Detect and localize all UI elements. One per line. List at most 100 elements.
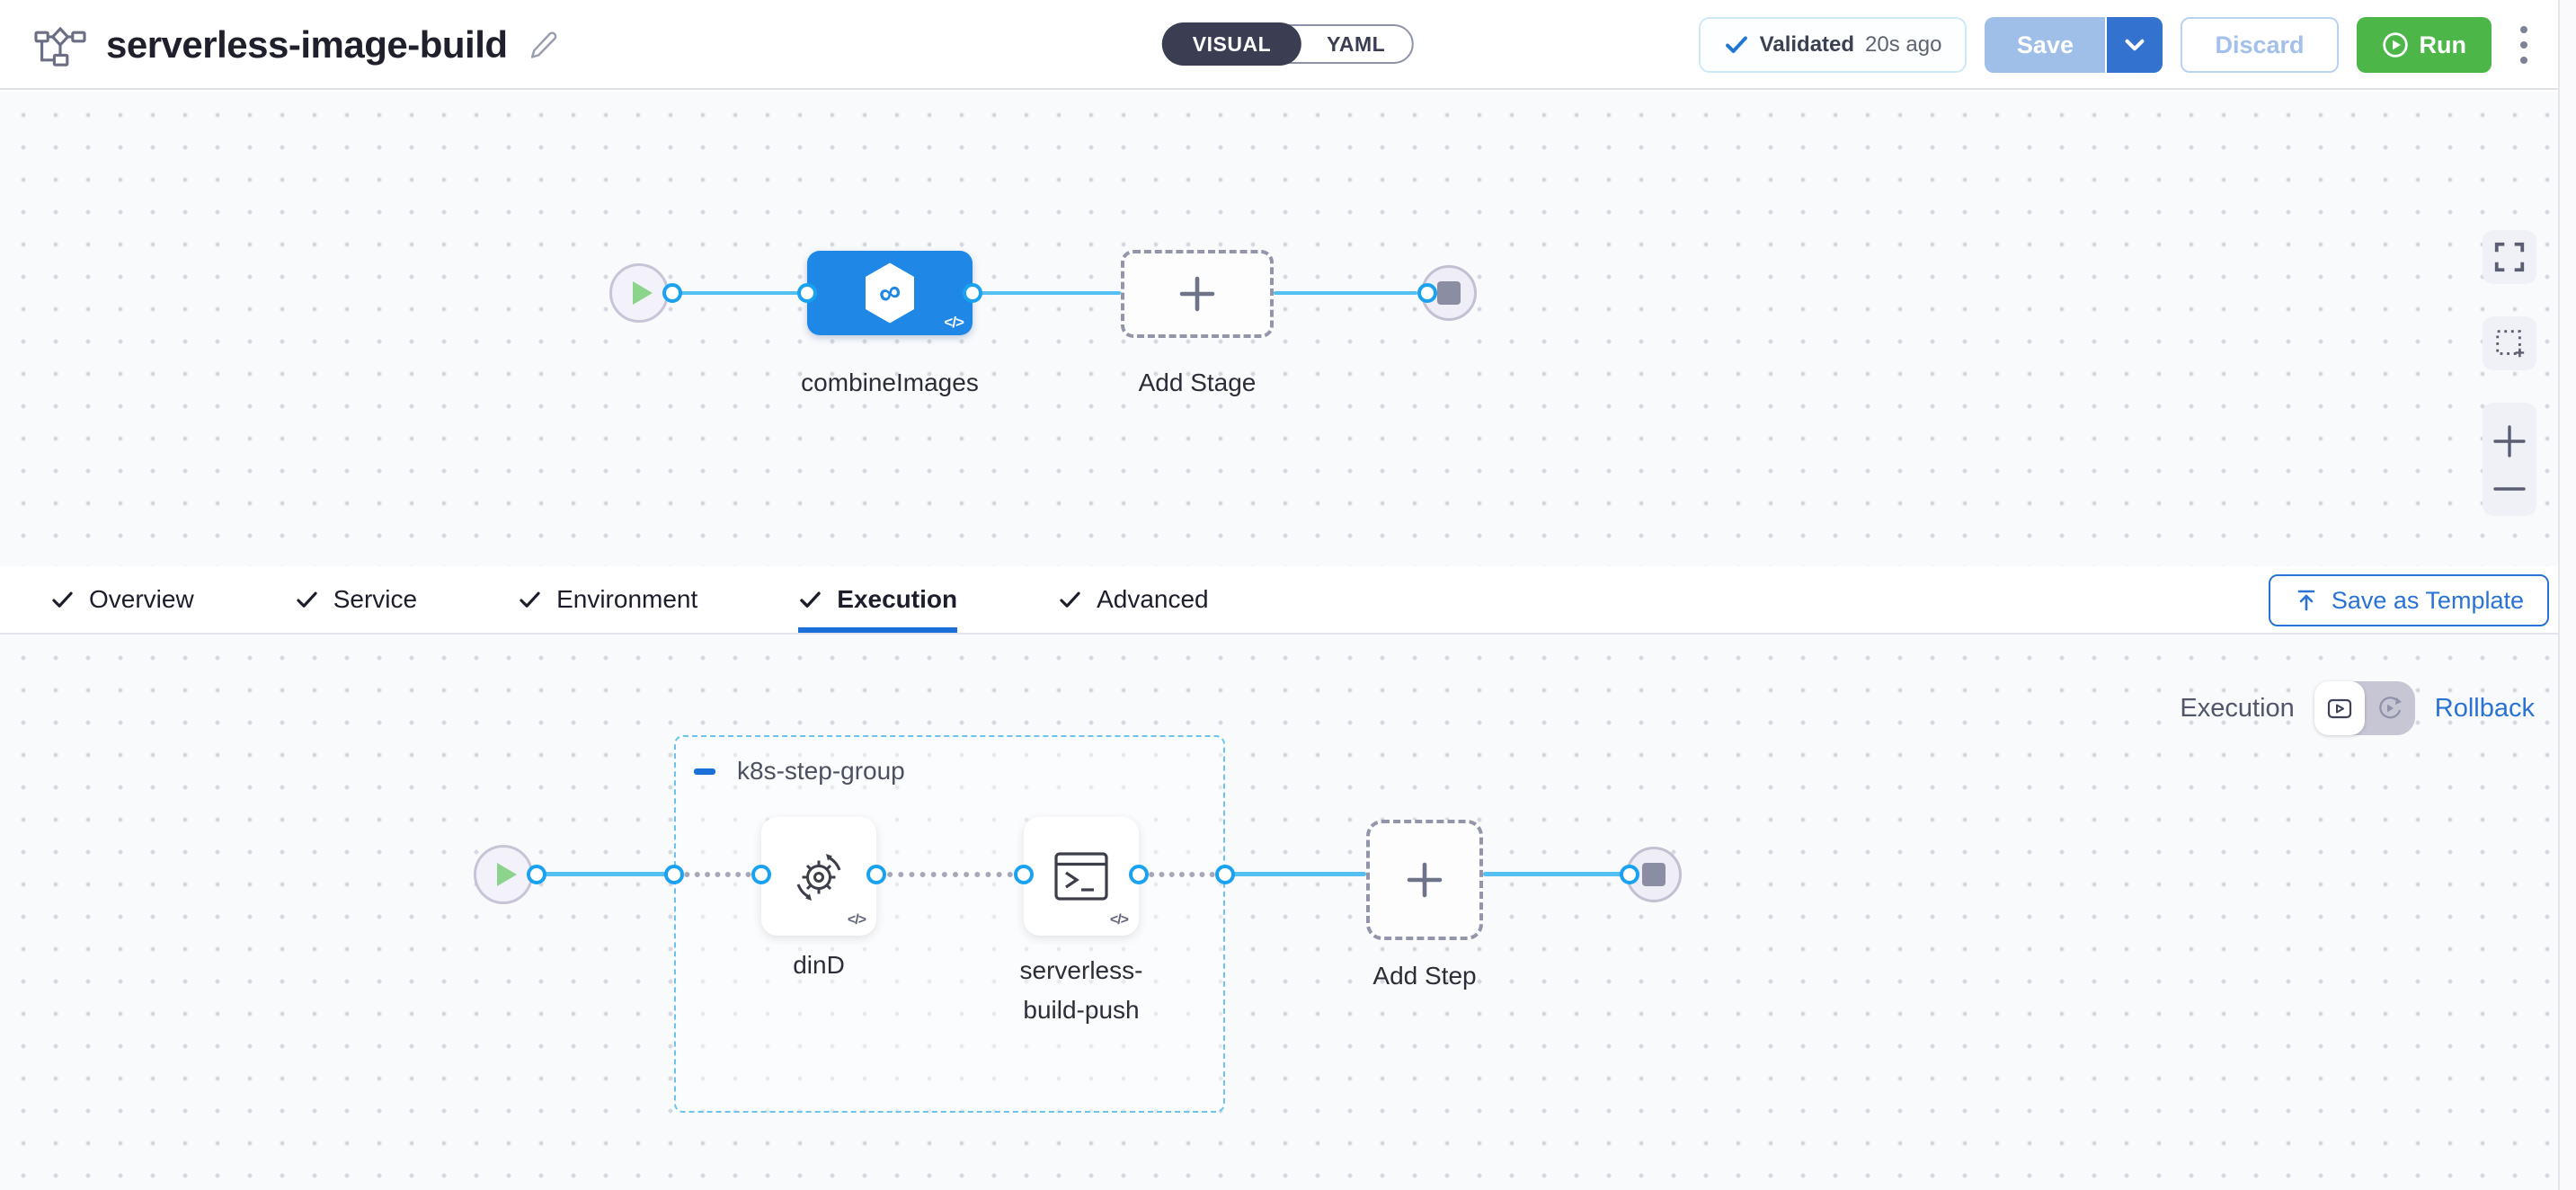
- save-as-template-label: Save as Template: [2331, 586, 2524, 614]
- stage-label[interactable]: combineImages: [801, 369, 979, 396]
- plus-icon: [1407, 862, 1443, 898]
- visual-yaml-toggle: VISUAL YAML: [1161, 22, 1415, 66]
- run-button[interactable]: Run: [2356, 17, 2492, 73]
- add-stage-label[interactable]: Add Stage: [1138, 369, 1257, 396]
- collapse-group-icon[interactable]: [694, 768, 715, 775]
- stop-icon: [1437, 281, 1461, 305]
- step-code-icon[interactable]: </>: [1109, 912, 1129, 928]
- add-step-button[interactable]: [1366, 820, 1483, 940]
- tab-service[interactable]: Service: [295, 568, 417, 633]
- save-button[interactable]: Save: [1985, 17, 2108, 73]
- ci-stage-hexagon-icon: ∞: [866, 262, 914, 324]
- start-play-icon: [633, 281, 653, 305]
- stage-tab-bar: Overview Service Environment Execution: [0, 568, 2576, 635]
- fit-to-screen-button[interactable]: [2483, 230, 2536, 284]
- execution-view-segment[interactable]: [2314, 681, 2365, 735]
- step-label-line: serverless-: [1019, 956, 1143, 984]
- pipeline-icon: [34, 26, 86, 67]
- step-code-icon[interactable]: </>: [847, 912, 866, 928]
- execution-canvas[interactable]: Execution Rollback: [0, 635, 2558, 1190]
- push-in-port[interactable]: [1014, 865, 1034, 884]
- edit-pencil-icon[interactable]: [528, 29, 560, 61]
- run-script-terminal-icon: [1054, 852, 1108, 901]
- fullscreen-icon: [2494, 242, 2525, 272]
- tab-advanced[interactable]: Advanced: [1058, 568, 1209, 633]
- run-label: Run: [2419, 31, 2466, 58]
- tab-overview[interactable]: Overview: [50, 568, 194, 633]
- step-label-dind[interactable]: dinD: [793, 951, 845, 979]
- validated-label: Validated: [1759, 32, 1855, 57]
- edge-dind-to-push: [876, 872, 1024, 877]
- check-icon: [800, 591, 822, 608]
- header-title-group: serverless-image-build: [34, 0, 560, 90]
- chevron-down-icon: [2126, 39, 2145, 51]
- zoom-in-icon[interactable]: [2492, 423, 2527, 459]
- check-icon: [520, 591, 540, 608]
- dind-in-port[interactable]: [751, 865, 771, 884]
- step-card-serverless-build-push[interactable]: </>: [1024, 817, 1139, 936]
- tab-environment[interactable]: Environment: [518, 568, 697, 633]
- push-out-port[interactable]: [1129, 865, 1149, 884]
- exec-start-port[interactable]: [527, 865, 546, 884]
- upload-icon: [2297, 590, 2315, 611]
- run-play-icon: [2382, 32, 2408, 58]
- edge-group-to-addstep: [1225, 872, 1366, 876]
- more-options-kebab-icon[interactable]: [2511, 21, 2536, 69]
- dind-service-icon: [796, 854, 841, 901]
- execution-mode-label: Execution: [2180, 693, 2295, 723]
- end-port[interactable]: [1417, 283, 1437, 303]
- start-port[interactable]: [662, 283, 682, 303]
- step-group-header: k8s-step-group: [694, 757, 905, 786]
- step-label-line: build-push: [1023, 996, 1140, 1024]
- stage-code-icon[interactable]: </>: [944, 314, 964, 331]
- toggle-visual[interactable]: VISUAL: [1161, 22, 1302, 66]
- execution-rollback-toggle[interactable]: [2314, 681, 2415, 735]
- tab-execution[interactable]: Execution: [798, 568, 958, 633]
- stage-canvas[interactable]: ∞ </> combineImages Add Stage: [0, 92, 2558, 566]
- step-label-serverless-build-push[interactable]: serverless- build-push: [982, 951, 1180, 1030]
- validated-badge[interactable]: Validated 20s ago: [1698, 17, 1968, 73]
- stage-in-port[interactable]: [797, 283, 817, 303]
- stop-icon: [1642, 863, 1666, 886]
- tab-label: Environment: [556, 585, 698, 613]
- edge-start-to-group: [537, 872, 674, 876]
- tab-label: Overview: [89, 585, 194, 613]
- exec-end-port[interactable]: [1620, 865, 1639, 884]
- canvas-controls: [2483, 230, 2536, 516]
- rollback-view-segment[interactable]: [2365, 681, 2415, 735]
- pipeline-start-node: [609, 263, 669, 323]
- discard-button[interactable]: Discard: [2181, 17, 2339, 73]
- step-group-name[interactable]: k8s-step-group: [737, 757, 905, 785]
- save-dropdown-button[interactable]: [2107, 17, 2163, 73]
- marquee-select-icon: [2496, 330, 2525, 358]
- header-actions: Validated 20s ago Save Discard Run: [1698, 0, 2536, 90]
- rollback-view-icon: [2378, 697, 2402, 719]
- stage-out-port[interactable]: [963, 283, 982, 303]
- add-stage-button[interactable]: [1121, 250, 1274, 338]
- edge-group-to-dind: [674, 872, 761, 877]
- multi-select-button[interactable]: [2483, 316, 2536, 370]
- check-icon: [52, 591, 73, 608]
- group-out-port[interactable]: [1215, 865, 1235, 884]
- check-icon: [1725, 36, 1747, 53]
- dind-out-port[interactable]: [866, 865, 886, 884]
- step-group-k8s[interactable]: k8s-step-group: [674, 735, 1225, 1113]
- check-icon: [1060, 591, 1080, 608]
- toggle-yaml[interactable]: YAML: [1327, 31, 1386, 56]
- edge-addstep-to-end: [1483, 872, 1630, 876]
- save-as-template-button[interactable]: Save as Template: [2268, 574, 2549, 626]
- vertical-scrollbar[interactable]: [2558, 0, 2576, 1190]
- rollback-link[interactable]: Rollback: [2434, 693, 2535, 723]
- group-in-port[interactable]: [664, 865, 684, 884]
- edge-push-to-groupend: [1139, 872, 1225, 877]
- zoom-out-icon[interactable]: [2492, 482, 2527, 496]
- zoom-controls: [2483, 403, 2536, 516]
- tab-label: Service: [333, 585, 418, 613]
- step-card-dind[interactable]: </>: [761, 817, 876, 936]
- page-title: serverless-image-build: [106, 23, 508, 66]
- stage-card-combineimages[interactable]: ∞ </>: [807, 251, 973, 335]
- validated-time: 20s ago: [1865, 32, 1942, 57]
- tabs: Overview Service Environment Execution: [0, 568, 1209, 633]
- plus-icon: [1179, 276, 1215, 312]
- add-step-label[interactable]: Add Step: [1372, 962, 1477, 990]
